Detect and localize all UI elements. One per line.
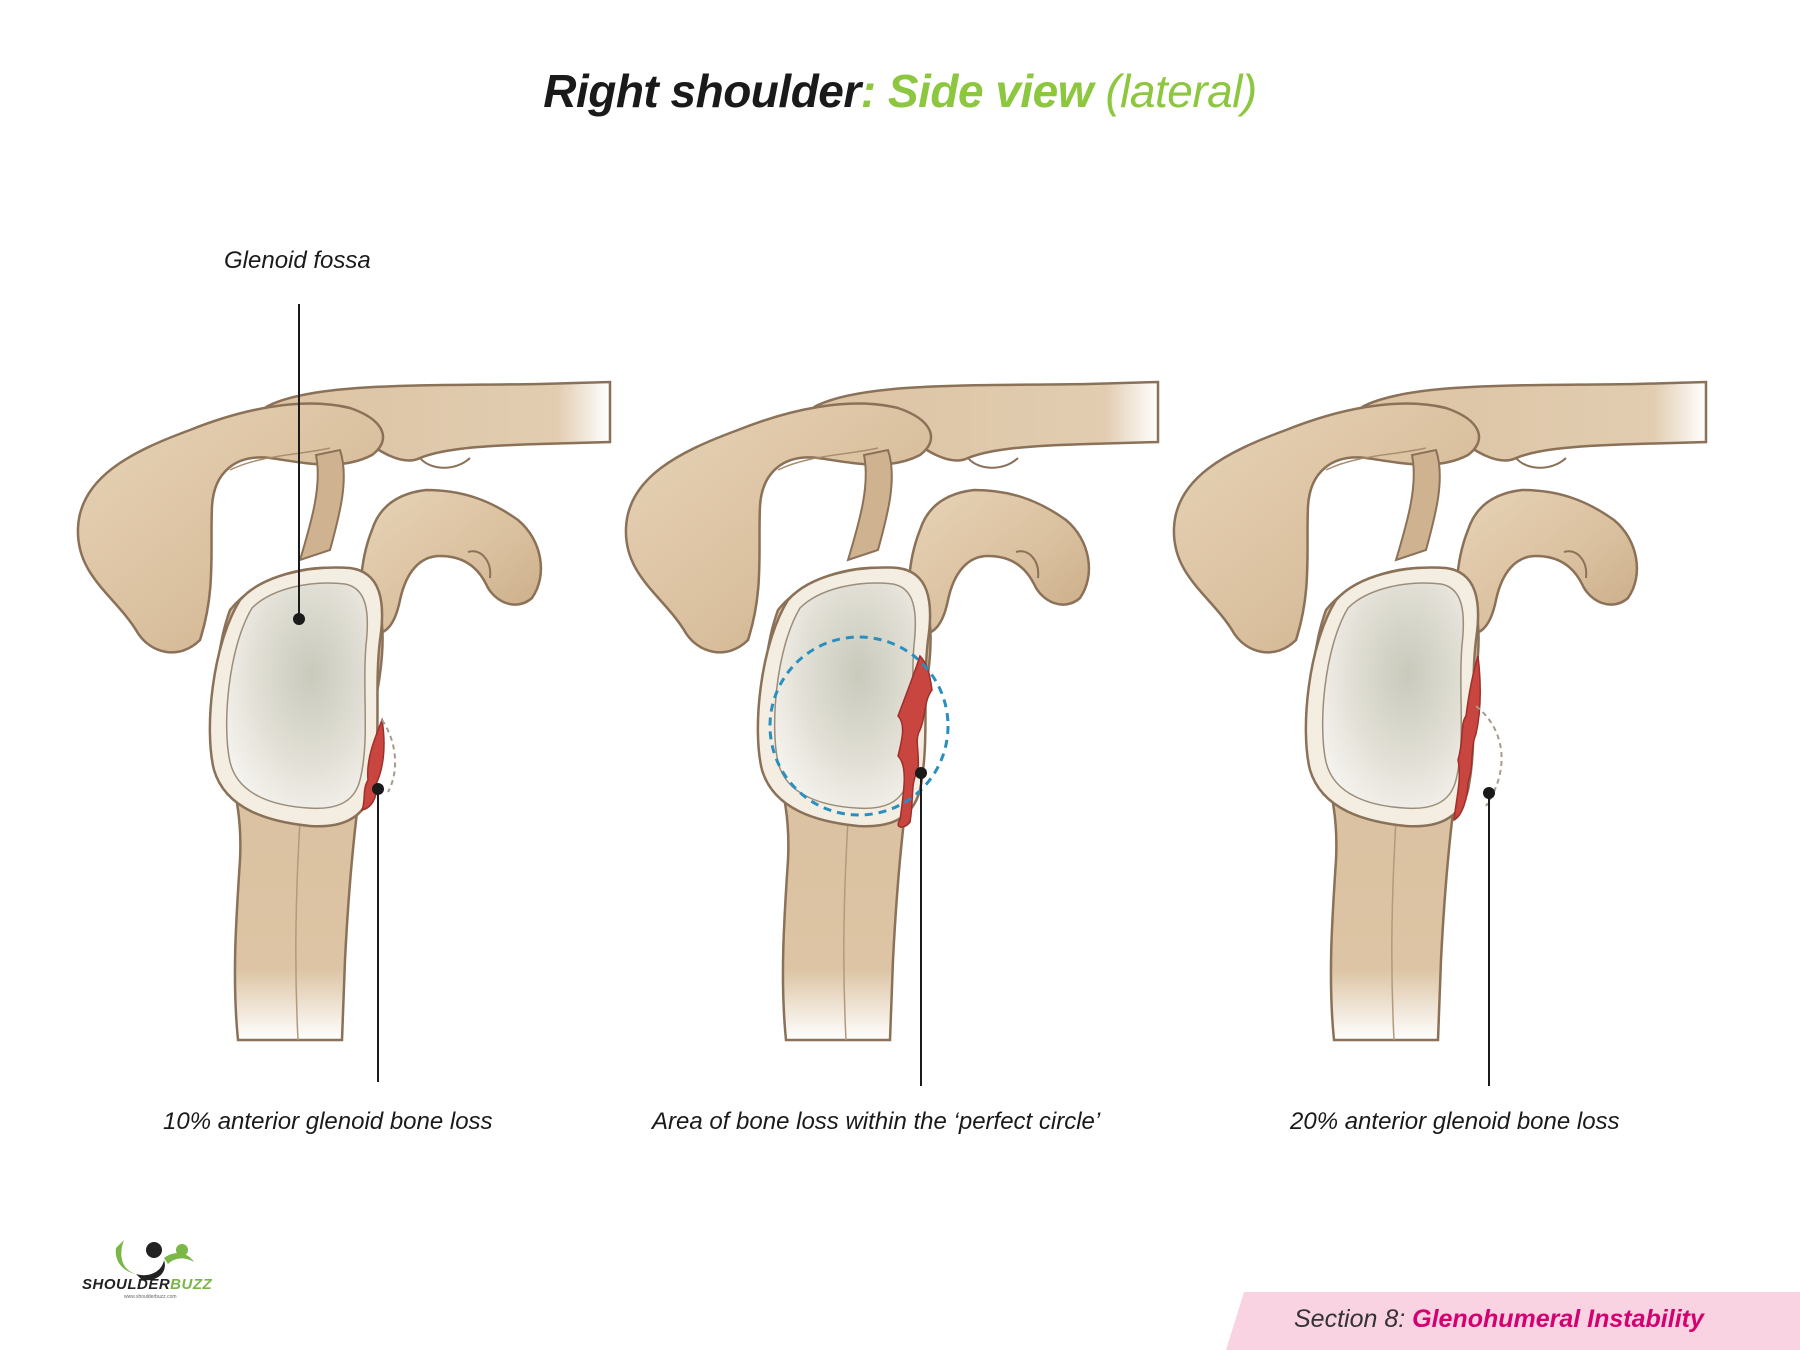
- bone-loss-area: [1453, 655, 1481, 822]
- section-band: [1226, 1292, 1800, 1350]
- panel-1-caption: 10% anterior glenoid bone loss: [163, 1108, 493, 1135]
- panel-1-dot: [372, 783, 384, 795]
- section-footer: Section 8: Glenohumeral Instability: [1294, 1305, 1704, 1334]
- page-title: Right shoulder: Side view (lateral): [0, 64, 1800, 118]
- bone-loss-area: [360, 717, 385, 812]
- panel-2-dot: [915, 767, 927, 779]
- title-lateral: (lateral): [1105, 65, 1257, 117]
- panel-3-scapula: [1172, 380, 1708, 1042]
- glenoid-fossa-label: Glenoid fossa: [224, 247, 371, 274]
- panel-3-caption: 20% anterior glenoid bone loss: [1290, 1108, 1620, 1135]
- section-prefix: Section 8:: [1294, 1305, 1406, 1333]
- perfect-circle: [768, 635, 950, 817]
- shoulderbuzz-logo-icon: [115, 1240, 194, 1281]
- logo-url: www.shoulderbuzz.com: [124, 1294, 177, 1300]
- logo-wordmark: SHOULDERBUZZ: [82, 1276, 212, 1293]
- title-side-view: Side view: [887, 65, 1094, 117]
- bone-loss-area: [897, 654, 933, 828]
- glenoid-fossa-dot: [293, 613, 305, 625]
- section-name: Glenohumeral Instability: [1412, 1305, 1704, 1333]
- panel-3-dot: [1483, 787, 1495, 799]
- title-colon: :: [860, 65, 876, 117]
- missing-bone-outline: [381, 719, 397, 793]
- title-right-shoulder: Right shoulder: [543, 65, 861, 117]
- panel-2-scapula: [624, 380, 1160, 1042]
- logo-part-2: BUZZ: [170, 1276, 213, 1293]
- missing-bone-outline: [1475, 705, 1503, 807]
- panel-1-scapula: [76, 380, 612, 1042]
- panel-2-caption: Area of bone loss within the ‘perfect ci…: [652, 1108, 1101, 1135]
- logo-part-1: SHOULDER: [82, 1276, 171, 1293]
